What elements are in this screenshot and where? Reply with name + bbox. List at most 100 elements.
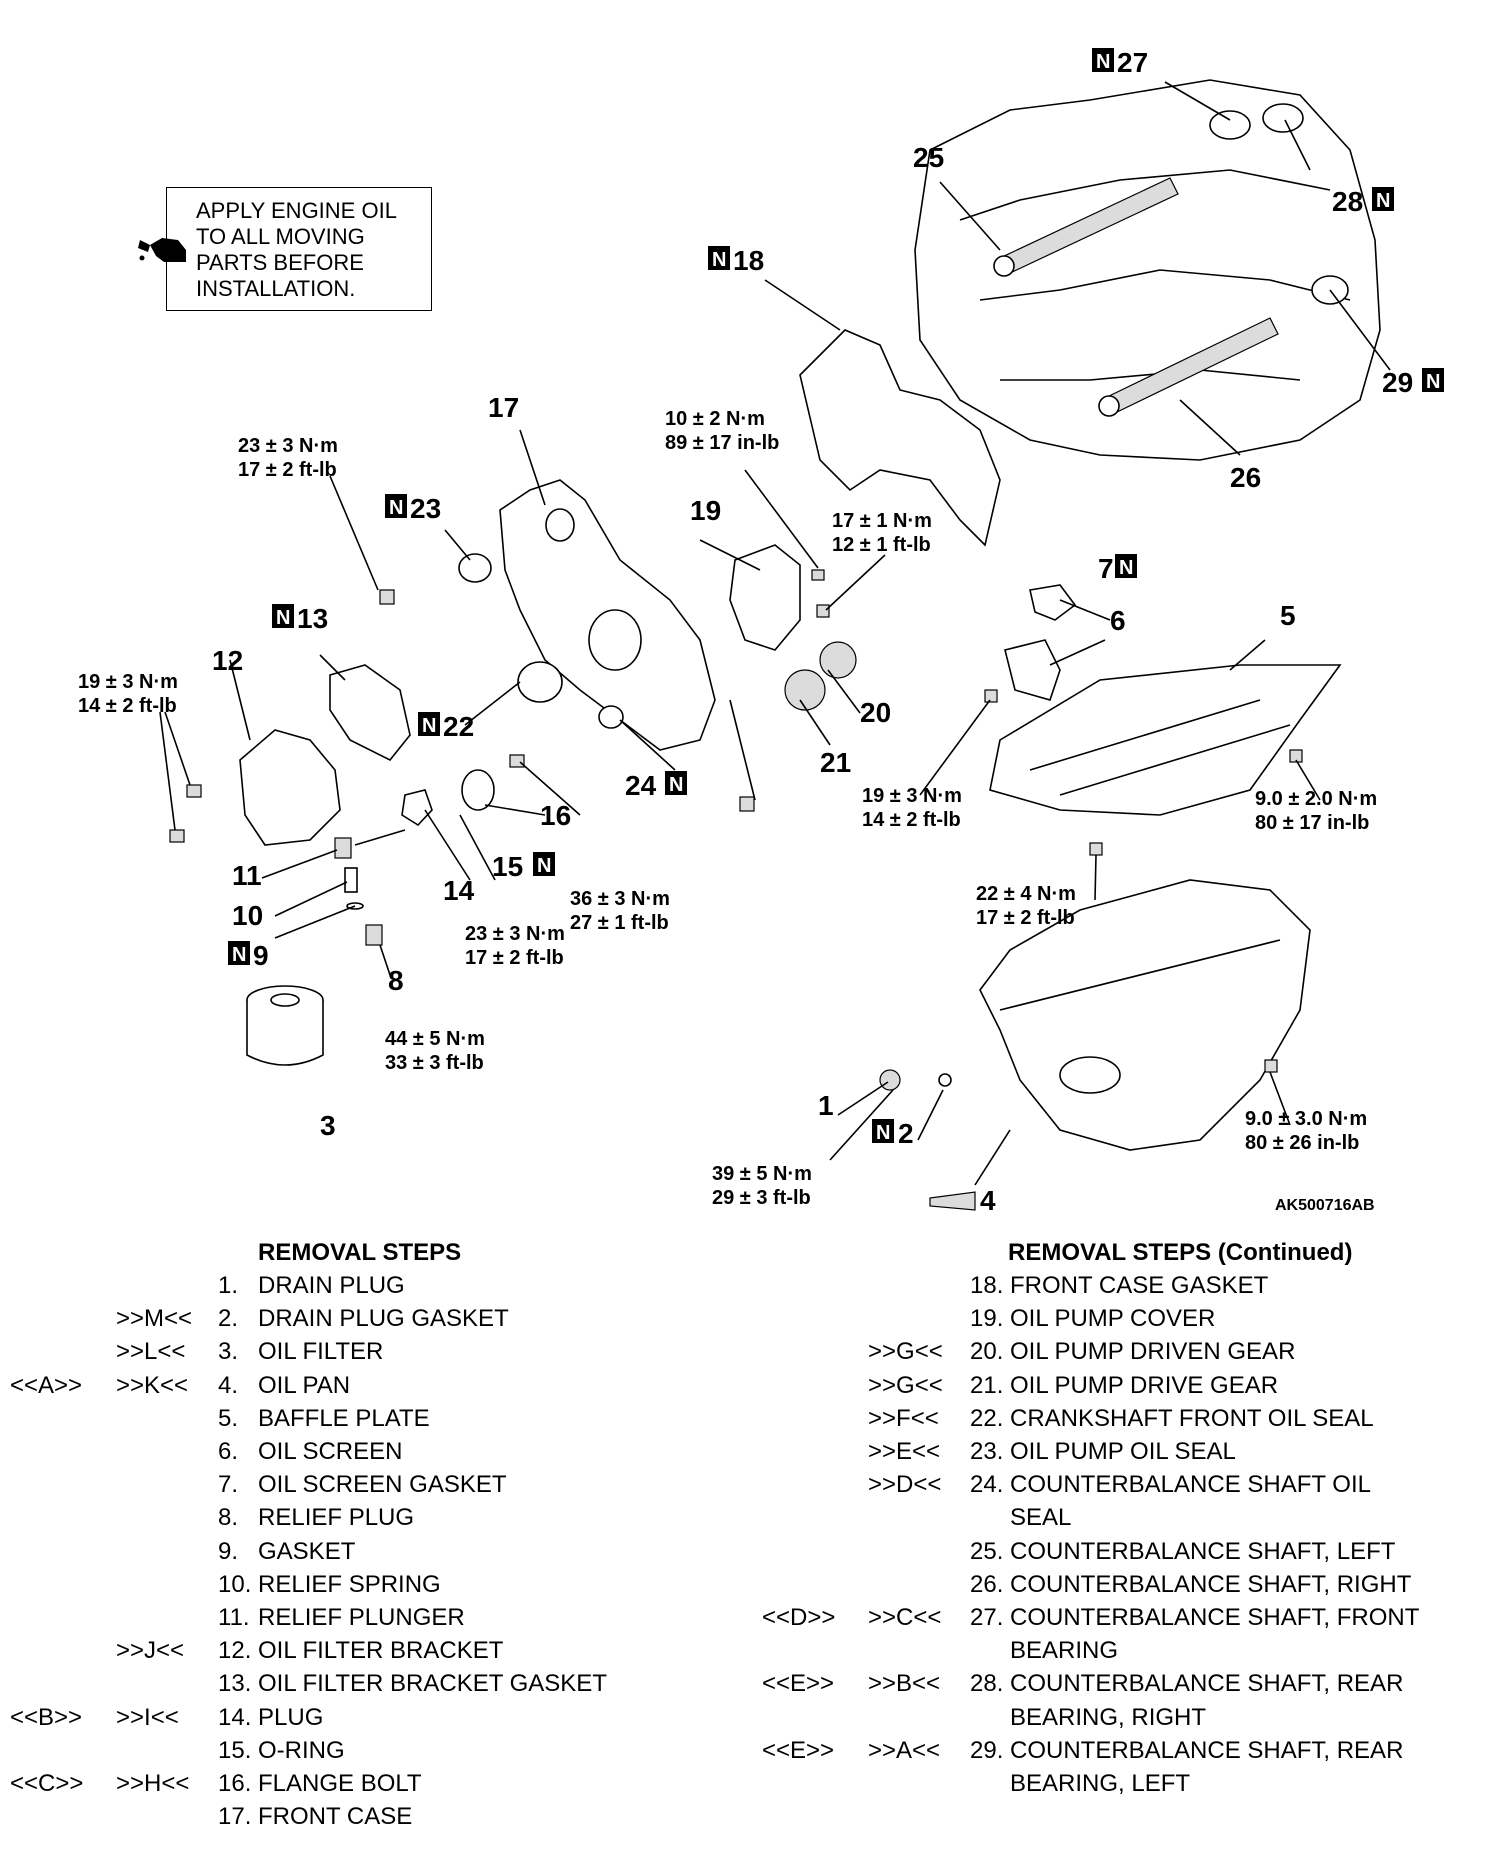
callout-16: 16 [540,800,571,831]
callout-27: 27 [1117,47,1148,78]
svg-text:N: N [276,607,290,629]
step-direction-ref-install: >>G<< [868,1338,943,1366]
step-row: <<D>>>>C<<27.COUNTERBALANCE SHAFT, FRONT [740,1601,1500,1634]
leader-lines [159,81,1391,1186]
step-row: BEARING [740,1634,1500,1667]
step-number: 3. [218,1338,239,1366]
crankshaft-front-oil-seal [517,661,563,703]
step-number: 6. [218,1438,239,1465]
step-row: >>G<<21.OIL PUMP DRIVE GEAR [740,1369,1500,1402]
callout-29: 29 [1382,367,1413,398]
step-name: SEAL [1010,1504,1072,1532]
step-row: 5.BAFFLE PLATE [0,1402,700,1435]
front-case-gasket [799,329,1001,547]
step-direction-ref-removal: <<E>> [762,1736,835,1764]
step-row: BEARING, LEFT [740,1767,1500,1800]
step-name: PLUG [258,1703,324,1731]
removal-steps-continued-heading: REMOVAL STEPS (Continued) [1008,1239,1353,1266]
callout-12: 12 [212,645,243,676]
step-direction-ref-install: >>I<< [116,1703,179,1731]
relief-spring [344,867,358,893]
o-ring [461,769,495,811]
removal-steps-right: REMOVAL STEPS (Continued) 18.FRONT CASE … [740,1236,1500,1856]
svg-text:N: N [422,715,436,737]
step-number: 19. [970,1305,1004,1333]
oil-filter [246,985,324,1066]
step-name: RELIEF PLUNGER [258,1604,465,1631]
step-name: OIL FILTER BRACKET GASKET [258,1670,607,1698]
step-name: RELIEF PLUG [258,1504,415,1532]
engine-block [914,79,1381,461]
step-number: 23. [970,1438,1004,1465]
step-row: 1.DRAIN PLUG [0,1269,700,1302]
step-row: >>D<<24.COUNTERBALANCE SHAFT OIL [740,1468,1500,1501]
step-number: 13. [218,1670,252,1698]
step-direction-ref-removal: <<E>> [762,1670,835,1698]
figure-reference: AK500716AB [1275,1197,1375,1214]
callout-22: 22 [443,711,474,742]
step-name: OIL PAN [258,1371,351,1399]
step-row: <<E>>>>A<<29.COUNTERBALANCE SHAFT, REAR [740,1734,1500,1767]
step-number: 14. [218,1703,252,1731]
step-row: >>E<<23.OIL PUMP OIL SEAL [740,1435,1500,1468]
engine-oil-note [166,187,432,311]
step-name: OIL SCREEN GASKET [258,1471,507,1499]
svg-text:N: N [537,855,551,877]
step-name: BEARING, RIGHT [1010,1703,1207,1731]
step-number: 11. [218,1604,250,1631]
step-number: 1. [218,1272,239,1299]
note-line: APPLY ENGINE OIL [196,198,397,223]
step-name: COUNTERBALANCE SHAFT, REAR [1010,1736,1404,1764]
step-name: FRONT CASE [258,1803,413,1831]
sealant-tube-icon [929,1191,976,1211]
step-row: >>F<<22.CRANKSHAFT FRONT OIL SEAL [740,1402,1500,1435]
step-number: 25. [970,1537,1004,1565]
note-line: PARTS BEFORE [196,250,364,275]
svg-text:N: N [232,944,246,966]
step-direction-ref-install: >>D<< [868,1471,942,1499]
step-number: 24. [970,1471,1004,1499]
callout-25: 25 [913,142,944,173]
step-name: CRANKSHAFT FRONT OIL SEAL [1010,1404,1374,1432]
step-row: >>L<<3.OIL FILTER [0,1335,700,1368]
step-row: <<C>>>>H<<16.FLANGE BOLT [0,1767,700,1800]
oil-filter-bracket-gasket [329,664,411,762]
step-row: 6.OIL SCREEN [0,1435,700,1468]
step-row: >>G<<20.OIL PUMP DRIVEN GEAR [740,1335,1500,1368]
step-row: 13.OIL FILTER BRACKET GASKET [0,1667,700,1700]
step-number: 15. [218,1736,252,1764]
step-number: 29. [970,1736,1004,1764]
bolts [169,569,1303,1073]
callout-5: 5 [1280,600,1296,631]
callout-4: 4 [980,1185,996,1216]
svg-text:N: N [389,497,403,519]
step-row: 8.RELIEF PLUG [0,1501,700,1534]
step-number: 10. [218,1570,252,1598]
step-name: OIL PUMP DRIVEN GEAR [1010,1338,1296,1366]
oil-pump-driven-gear [819,641,857,679]
step-direction-ref-install: >>F<< [868,1404,939,1432]
step-name: COUNTERBALANCE SHAFT, REAR [1010,1670,1404,1698]
callout-28: 28 [1332,186,1363,217]
step-direction-ref-removal: <<C>> [10,1770,84,1797]
callout-21: 21 [820,747,851,778]
oil-pump-oil-seal [458,553,492,583]
callout-11: 11 [232,860,262,891]
relief-plug [365,924,383,946]
step-row: 9.GASKET [0,1535,700,1568]
callout-19: 19 [690,495,721,526]
oil-screen-gasket [1029,584,1077,621]
step-number: 21. [970,1371,1004,1399]
step-name: DRAIN PLUG GASKET [258,1305,509,1333]
step-direction-ref-install: >>E<< [868,1438,941,1465]
callout-10: 10 [232,900,263,931]
callout-20: 20 [860,697,891,728]
step-number: 26. [970,1570,1004,1598]
step-number: 27. [970,1604,1004,1631]
